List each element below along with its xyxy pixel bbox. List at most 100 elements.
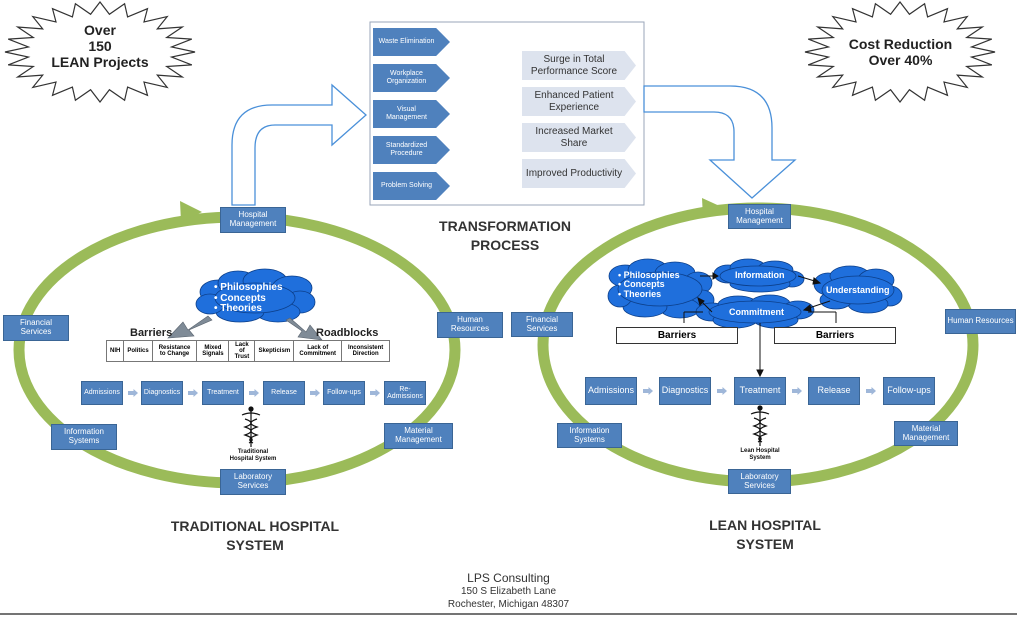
trad-logo-caption: Traditional Hospital System xyxy=(229,449,277,462)
lean-laboratory-services: Laboratory Services xyxy=(728,469,791,494)
lean-flow-arrow-4 xyxy=(866,387,876,395)
starburst-left xyxy=(4,1,196,103)
lean-cloud-commitment xyxy=(695,294,815,329)
barrier-lack-of-trust: Lack of Trust xyxy=(228,340,256,362)
lean-flow-arrow-2 xyxy=(717,387,727,395)
footer-address-line-2: Rochester, Michigan 48307 xyxy=(447,599,570,610)
lean-cloud-item-3: Theories xyxy=(618,289,680,299)
burst-left-line-3: LEAN Projects xyxy=(51,54,149,71)
trad-hospital-management: Hospital Management xyxy=(220,207,286,233)
barrier-nih: NIH xyxy=(105,340,125,362)
trad-human-resources: Human Resources xyxy=(437,312,503,338)
trad-material-management: Material Management xyxy=(384,423,453,449)
lean-flow-admissions: Admissions xyxy=(585,377,637,405)
trad-flow-arrow-4 xyxy=(310,389,320,397)
starburst-right xyxy=(804,1,996,103)
curved-arrow-down xyxy=(643,85,797,199)
trad-flow-treatment: Treatment xyxy=(202,381,244,405)
lean-title-line-2: SYSTEM xyxy=(736,535,794,552)
trad-cloud-item-1: Philosophies xyxy=(214,282,282,294)
barrier-resistance: Resistance to Change xyxy=(151,340,198,362)
transformation-title-line-1: TRANSFORMATION xyxy=(439,218,571,234)
barrier-mixed-signals: Mixed Signals xyxy=(196,340,230,362)
trad-information-systems: Information Systems xyxy=(51,424,117,450)
trad-cloud-item-2: Concepts xyxy=(214,293,283,305)
traditional-title-line-1: TRADITIONAL HOSPITAL xyxy=(170,518,340,534)
lean-understanding-text: Understanding xyxy=(826,285,890,295)
lean-title: LEAN HOSPITAL SYSTEM xyxy=(665,516,865,554)
burst-left-line-2: 150 xyxy=(88,38,112,55)
curved-arrow-up xyxy=(231,83,367,206)
trad-flow-arrow-3 xyxy=(249,389,259,397)
burst-left-text: Over 150 LEAN Projects xyxy=(40,22,160,70)
burst-left-line-1: Over xyxy=(84,22,116,38)
barriers-bend-arrow xyxy=(167,315,213,339)
trad-flow-arrow-5 xyxy=(370,389,380,397)
lean-information-text: Information xyxy=(735,270,785,280)
lean-cloud-understanding xyxy=(813,265,903,314)
lean-ring-arrowhead xyxy=(702,198,724,218)
result-productivity: Improved Productivity xyxy=(522,159,636,188)
barrier-lack-of-commitment: Lack of Commitment xyxy=(293,340,343,362)
lean-flow-release: Release xyxy=(808,377,860,405)
lean-cloud-text: Philosophies Concepts Theories xyxy=(618,270,680,299)
lean-flow-arrow-3 xyxy=(792,387,802,395)
lean-cloud-item-1: Philosophies xyxy=(618,270,680,280)
lean-material-management: Material Management xyxy=(894,421,958,446)
step-workplace-organization: Workplace Organization xyxy=(373,64,450,92)
trad-flow-arrow-2 xyxy=(188,389,198,397)
transformation-title-line-2: PROCESS xyxy=(470,236,540,253)
trad-flow-follow-ups: Follow-ups xyxy=(323,381,365,405)
footer-address-line-1: 150 S Elizabeth Lane xyxy=(460,586,557,597)
lean-flow-treatment: Treatment xyxy=(734,377,786,405)
barrier-skepticism: Skepticism xyxy=(254,340,295,362)
step-visual-management: Visual Management xyxy=(373,100,450,128)
lean-human-resources: Human Resources xyxy=(945,309,1016,334)
lean-information-systems: Information Systems xyxy=(557,423,622,448)
lean-flow-arrow-1 xyxy=(643,387,653,395)
trad-roadblocks-label: Roadblocks xyxy=(316,327,379,339)
lean-barriers-left: Barriers xyxy=(616,327,738,344)
lean-logo-caption: Lean Hospital System xyxy=(740,448,780,461)
trad-flow-diagnostics: Diagnostics xyxy=(141,381,183,405)
burst-right-line-2: Over 40% xyxy=(868,52,933,69)
trad-cloud-item-3: Theories xyxy=(214,303,283,315)
result-market-share: Increased Market Share xyxy=(522,123,636,152)
traditional-ring-arrowhead xyxy=(180,201,202,222)
barrier-politics: Politics xyxy=(123,340,153,362)
footer-company: LPS Consulting xyxy=(467,571,550,585)
step-problem-solving: Problem Solving xyxy=(373,172,450,200)
lean-barriers-right: Barriers xyxy=(774,327,896,344)
trad-barrier-table: NIH Politics Resistance to Change Mixed … xyxy=(105,340,390,362)
burst-right-line-1: Cost Reduction xyxy=(848,36,953,52)
lean-cloud-item-2: Concepts xyxy=(618,279,680,289)
trad-barrier-row: NIH Politics Resistance to Change Mixed … xyxy=(105,340,390,362)
lean-title-line-1: LEAN HOSPITAL xyxy=(709,517,821,533)
trad-barriers-label: Barriers xyxy=(130,327,173,339)
trad-laboratory-services: Laboratory Services xyxy=(220,469,286,495)
burst-right-text: Cost Reduction Over 40% xyxy=(828,36,973,68)
trad-cloud-text: Philosophies Concepts Theories xyxy=(214,282,283,315)
result-patient-experience: Enhanced Patient Experience xyxy=(522,87,636,116)
caduceus-icon-left xyxy=(241,406,261,447)
transformation-title: TRANSFORMATION PROCESS xyxy=(415,217,595,255)
lean-cloud-connectors xyxy=(683,272,837,378)
lean-commitment-text: Commitment xyxy=(729,307,785,317)
lean-financial-services: Financial Services xyxy=(511,312,573,337)
roadblocks-bend-arrow xyxy=(285,317,323,341)
trad-flow-admissions: Admissions xyxy=(81,381,123,405)
step-standardized-procedure: Standardized Procedure xyxy=(373,136,450,164)
result-total-performance: Surge in Total Performance Score xyxy=(522,51,636,80)
traditional-title: TRADITIONAL HOSPITAL SYSTEM xyxy=(140,517,370,555)
barrier-inconsistent-direction: Inconsistent Direction xyxy=(341,340,390,362)
trad-flow-readmissions: Re-Admissions xyxy=(384,381,426,405)
lean-cloud-information xyxy=(713,258,805,293)
step-waste-elimination: Waste Elimination xyxy=(373,28,450,56)
lean-hospital-management: Hospital Management xyxy=(728,204,791,229)
lean-flow-follow-ups: Follow-ups xyxy=(883,377,935,405)
trad-flow-release: Release xyxy=(263,381,305,405)
trad-flow-arrow-1 xyxy=(128,389,138,397)
traditional-title-line-2: SYSTEM xyxy=(226,536,284,553)
caduceus-icon-right xyxy=(750,405,770,446)
